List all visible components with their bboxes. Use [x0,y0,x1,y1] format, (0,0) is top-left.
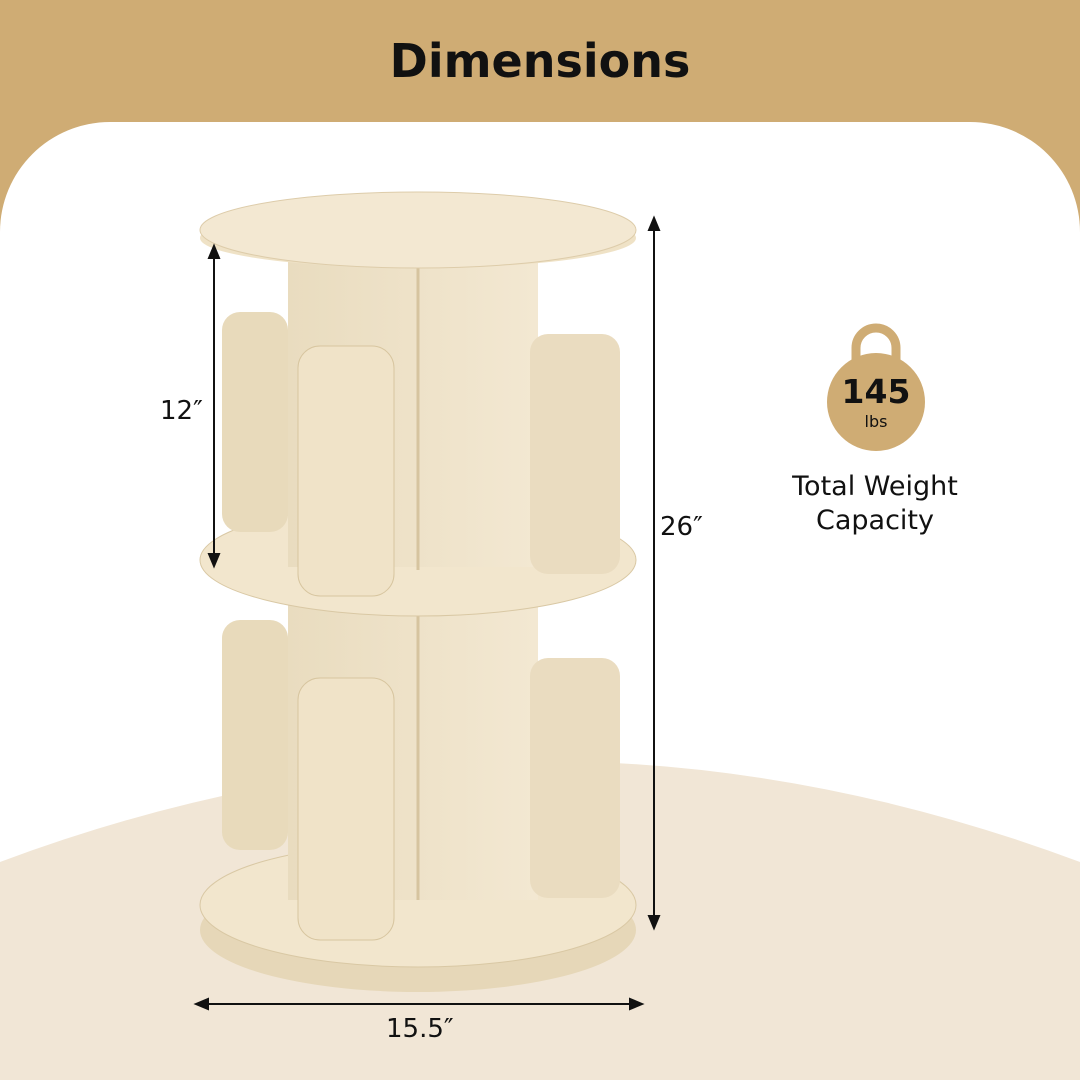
weight-value: 145 [841,372,911,411]
upper-divider-right [530,334,620,574]
weight-unit: lbs [864,412,888,431]
caption-line-2: Capacity [816,505,934,536]
page-title: Dimensions [389,34,691,88]
lower-divider-front [297,677,395,941]
caption-line-1: Total Weight [792,471,958,502]
weight-icon [827,323,925,451]
lower-divider-left [222,620,288,850]
upper-divider-left [222,312,288,532]
top-shelf [199,191,637,269]
shelf-height-label: 12″ [160,396,203,426]
lower-divider-right [530,658,620,898]
total-height-label: 26″ [660,512,703,542]
upper-divider-front [297,345,395,597]
weight-caption: Total Weight Capacity [760,470,990,538]
diameter-label: 15.5″ [386,1014,454,1044]
